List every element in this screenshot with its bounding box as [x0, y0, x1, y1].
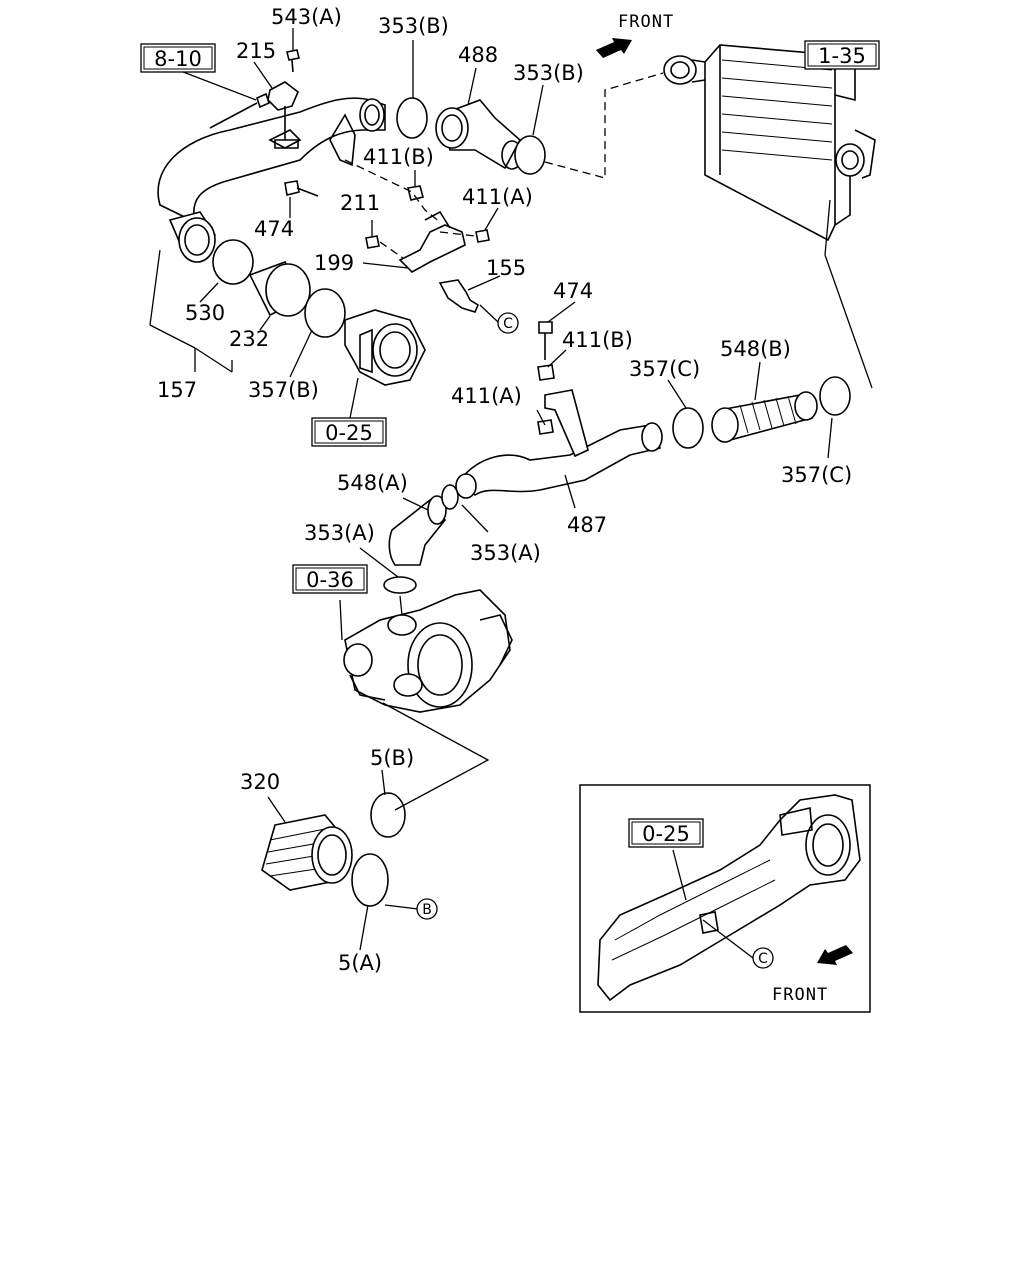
label-353a-1: 353(A) [304, 521, 375, 545]
label-487: 487 [567, 513, 607, 537]
inset-leader-1 [672, 849, 687, 901]
svg-text:C: C [758, 951, 768, 967]
label-320: 320 [240, 770, 280, 794]
pipe-bracket [544, 389, 589, 458]
label-411b-1: 411(B) [363, 145, 434, 169]
label-474-2: 474 [553, 279, 593, 303]
connector-c-inset: C [752, 947, 774, 969]
label-353b-2: 353(B) [513, 61, 584, 85]
label-232: 232 [229, 327, 269, 351]
svg-text:C: C [503, 316, 513, 332]
turbocharger [343, 589, 513, 713]
bolt-474-upper [284, 180, 319, 197]
clamp-357c-left [672, 407, 704, 449]
clamp-357c-right [819, 376, 851, 416]
clamp-353b-right [514, 135, 546, 175]
svg-text:0-36: 0-36 [306, 568, 354, 592]
hose-548b [711, 391, 818, 443]
front-arrow-top-icon [596, 38, 632, 58]
sensor-155 [438, 279, 480, 313]
front-arrow-inset-icon [817, 945, 853, 965]
label-548b: 548(B) [720, 337, 791, 361]
bolt-474-lower [538, 321, 553, 360]
clamp-5a [351, 853, 389, 907]
label-411a-2: 411(A) [451, 384, 522, 408]
clamp-5b [370, 792, 406, 838]
ref-box-8-10: 8-10 [140, 43, 216, 73]
intercooler [663, 44, 876, 242]
clamp-353b-upper [396, 97, 428, 139]
nut-211 [365, 235, 380, 249]
connector-c-main: C [497, 312, 519, 334]
label-215: 215 [236, 39, 276, 63]
label-357b: 357(B) [248, 378, 319, 402]
label-front-inset: FRONT [772, 985, 828, 1005]
label-5a: 5(A) [338, 951, 382, 975]
leader-lines [149, 28, 873, 951]
label-357c-1: 357(C) [629, 357, 700, 381]
label-548a: 548(A) [337, 471, 408, 495]
elbow-548a [388, 495, 447, 566]
svg-text:1-35: 1-35 [818, 44, 866, 68]
hose-320 [261, 814, 353, 891]
clamp-353a-mid [441, 484, 459, 510]
label-353a-2: 353(A) [470, 541, 541, 565]
nut-411a-upper [475, 229, 490, 243]
hose-488 [435, 99, 523, 170]
label-530: 530 [185, 301, 225, 325]
clamp-530 [212, 239, 254, 285]
label-157: 157 [157, 378, 197, 402]
label-411b-2: 411(B) [562, 328, 633, 352]
nut-411a-lower [537, 419, 554, 435]
label-488: 488 [458, 43, 498, 67]
label-155: 155 [486, 256, 526, 280]
ref-box-0-25-inset: 0-25 [628, 818, 704, 848]
inset-frame [579, 784, 871, 1013]
svg-text:0-25: 0-25 [325, 421, 373, 445]
bracket-199 [398, 210, 466, 273]
sleeve-232 [248, 261, 311, 317]
svg-text:0-25: 0-25 [642, 822, 690, 846]
inset-intake-manifold [597, 794, 861, 1002]
inset-leader-2 [702, 919, 754, 959]
upper-intake-pipe [157, 97, 386, 224]
label-199: 199 [314, 251, 354, 275]
label-front-top: FRONT [618, 12, 674, 32]
svg-text:B: B [422, 902, 432, 918]
clamp-357b [304, 288, 346, 338]
label-411a-1: 411(A) [462, 185, 533, 209]
label-474-1: 474 [254, 217, 294, 241]
clamp-353a-lower [383, 576, 417, 594]
ref-box-0-36: 0-36 [292, 564, 368, 594]
throttle-valve [344, 309, 426, 386]
nut-411b-lower [537, 364, 555, 381]
connector-b-main: B [416, 898, 438, 920]
label-543a: 543(A) [271, 5, 342, 29]
screw-543a [286, 49, 300, 73]
hose-coupler [168, 211, 217, 263]
pipe-487 [455, 422, 663, 499]
part-labels: 543(A) 215 353(B) 488 353(B) FRONT 411(B… [157, 5, 852, 1005]
ref-box-1-35: 1-35 [804, 40, 880, 70]
ref-box-0-25: 0-25 [311, 417, 387, 447]
label-357c-2: 357(C) [781, 463, 852, 487]
clip-8-10-part [209, 92, 270, 129]
label-5b: 5(B) [370, 746, 414, 770]
label-353b-1: 353(B) [378, 14, 449, 38]
nut-411b-upper [407, 185, 424, 201]
label-211: 211 [340, 191, 380, 215]
svg-text:8-10: 8-10 [154, 47, 202, 71]
